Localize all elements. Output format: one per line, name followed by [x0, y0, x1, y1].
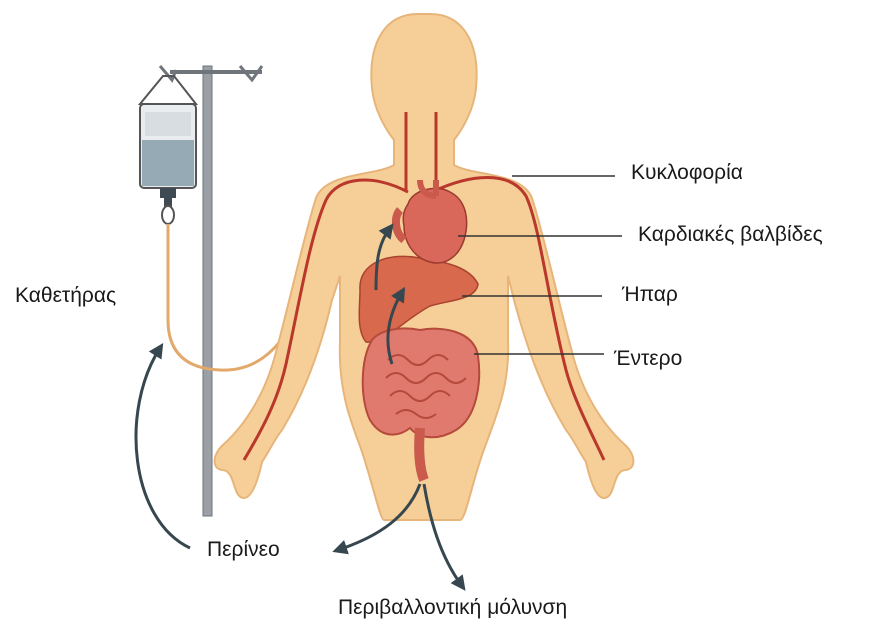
label-circulation: Κυκλοφορία: [631, 162, 743, 183]
arrow-perineum-to-catheter: [136, 348, 190, 548]
label-catheter: Καθετήρας: [15, 285, 116, 306]
iv-bag: [140, 76, 196, 224]
label-perineum: Περίνεο: [207, 539, 280, 560]
catheter-tube: [168, 224, 288, 370]
label-liver: Ήπαρ: [622, 284, 678, 305]
label-environmental-contamination: Περιβαλλοντική μόλυνση: [338, 597, 567, 618]
label-heart-valves: Καρδιακές βαλβίδες: [638, 224, 823, 245]
label-intestine: Έντερο: [614, 348, 682, 369]
